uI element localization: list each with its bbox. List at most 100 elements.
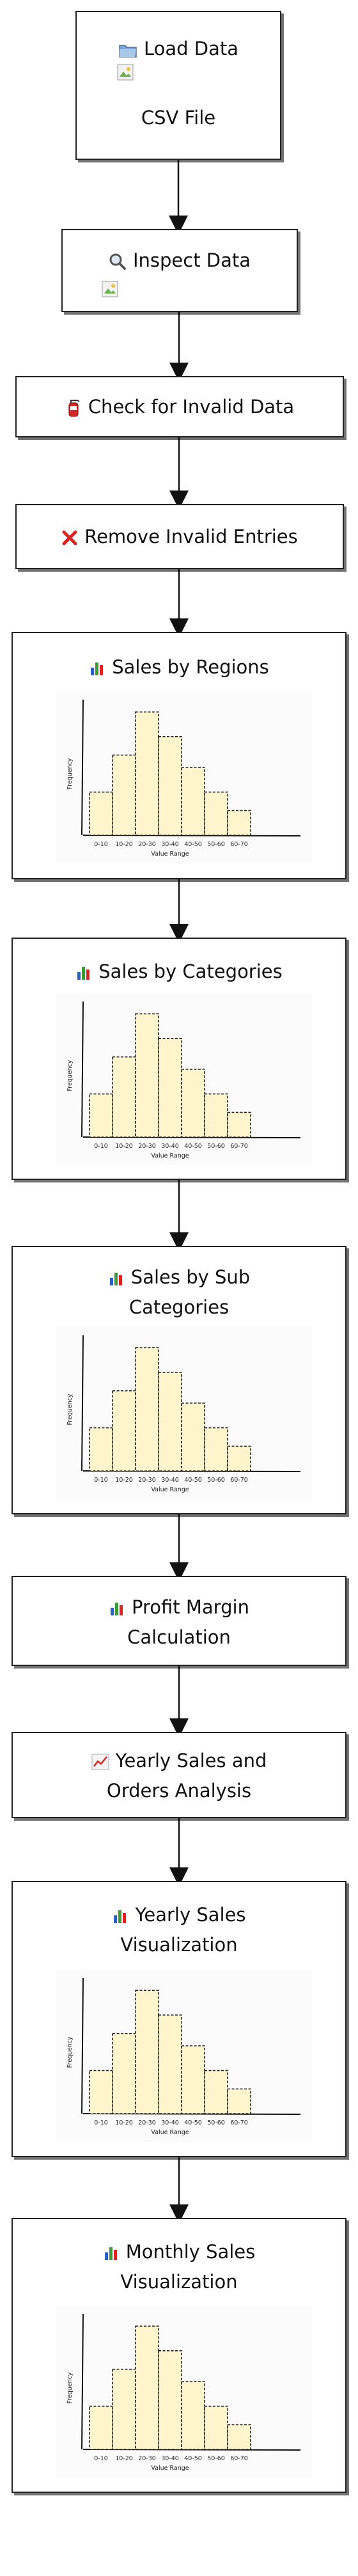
histogram-bar	[204, 1093, 228, 1138]
x-axis-label: Value Range	[151, 851, 189, 858]
x-tick-label: 60-70	[230, 1143, 248, 1150]
y-axis	[81, 1001, 84, 1138]
x-tick-label: 50-60	[207, 2119, 225, 2126]
x-axis	[82, 1136, 301, 1138]
x-tick-label: 60-70	[230, 2455, 248, 2462]
histogram-bar	[158, 2350, 182, 2450]
node-yearly-sales-orders[interactable]: Yearly Sales and Orders Analysis	[12, 1732, 346, 1818]
histogram-bar	[227, 1111, 251, 1138]
x-tick-label: 40-50	[184, 841, 202, 848]
node-title-line1: Yearly Sales and	[115, 1750, 267, 1771]
node-remove-invalid[interactable]: Remove Invalid Entries	[15, 504, 344, 569]
histogram-bar	[135, 1990, 159, 2114]
histogram-bar	[204, 791, 228, 836]
histogram-bar	[204, 1427, 228, 1472]
x-tick-label: 10-20	[115, 2119, 133, 2126]
x-tick-label: 10-20	[115, 841, 133, 848]
broken-image-icon	[117, 64, 134, 81]
node-title: Sales by Categories	[98, 961, 283, 982]
bar-chart-icon	[114, 1910, 127, 1923]
x-tick-label: 20-30	[138, 2119, 156, 2126]
node-check-invalid[interactable]: Check for Invalid Data	[15, 376, 344, 437]
node-title-line1: Yearly Sales	[135, 1904, 246, 1926]
x-tick-label: 60-70	[230, 2119, 248, 2126]
x-tick-label: 20-30	[138, 2455, 156, 2462]
bar-chart-icon	[109, 1273, 122, 1285]
histogram-bar	[227, 2424, 251, 2450]
node-monthly-sales-viz[interactable]: Monthly Sales Visualization 0-10 10-20 20-…	[12, 2218, 346, 2493]
histogram-bar	[135, 1013, 159, 1138]
y-axis	[81, 699, 84, 836]
histogram-bar	[89, 1427, 113, 1472]
y-axis-label: Frequency	[66, 2036, 74, 2068]
histogram-bar	[112, 754, 136, 836]
node-title: Inspect Data	[132, 249, 251, 271]
histogram-bar	[135, 711, 159, 836]
line-chart-icon	[91, 1754, 109, 1770]
x-axis-label: Value Range	[151, 2129, 189, 2136]
node-title-line1: Monthly Sales	[125, 2241, 256, 2263]
folder-icon	[119, 45, 137, 58]
node-title-line2: Orders Analysis	[106, 1780, 252, 1802]
x-tick-label: 0-10	[94, 2455, 108, 2462]
x-tick-label: 20-30	[138, 841, 156, 848]
x-axis	[82, 835, 301, 836]
histogram-bar	[227, 1445, 251, 1472]
x-axis	[82, 2449, 301, 2451]
histogram-bar	[181, 2045, 205, 2114]
magnifier-icon	[109, 253, 126, 270]
x-tick-label: 10-20	[115, 2455, 133, 2462]
x-tick-label: 30-40	[161, 2119, 179, 2126]
bar-chart-icon	[111, 1603, 123, 1615]
histogram-bar	[89, 1093, 113, 1138]
node-inspect-data[interactable]: Inspect Data	[61, 229, 298, 312]
histogram-bar	[204, 2405, 228, 2450]
histogram-bar	[158, 1372, 182, 1472]
node-subtitle: CSV File	[141, 107, 216, 129]
x-axis-label: Value Range	[151, 1152, 189, 1159]
histogram-bar	[112, 2368, 136, 2450]
histogram-bar	[181, 767, 205, 836]
x-tick-label: 0-10	[94, 1143, 108, 1150]
histogram-bar	[227, 810, 251, 836]
y-axis	[81, 2313, 84, 2450]
y-axis	[81, 1977, 84, 2114]
x-tick-label: 30-40	[161, 1477, 179, 1484]
histogram-bar	[158, 1038, 182, 1138]
histogram-bar	[112, 1390, 136, 1472]
y-axis-label: Frequency	[66, 1060, 74, 1091]
node-load-data[interactable]: Load Data CSV File	[75, 11, 281, 160]
x-tick-label: 40-50	[184, 1143, 202, 1150]
y-axis	[81, 1335, 84, 1472]
histogram-bar	[181, 1069, 205, 1138]
histogram-bar	[89, 2069, 113, 2114]
histogram-bar	[112, 2032, 136, 2114]
node-title: Sales by Regions	[112, 656, 269, 678]
x-tick-label: 10-20	[115, 1477, 133, 1484]
node-profit-margin[interactable]: Profit Margin Calculation	[12, 1576, 346, 1666]
bar-chart-icon	[104, 2247, 117, 2260]
histogram-bar	[135, 2325, 159, 2450]
histogram-bar	[112, 1056, 136, 1138]
x-tick-label: 20-30	[138, 1143, 156, 1150]
x-tick-label: 30-40	[161, 841, 179, 848]
x-tick-label: 50-60	[207, 1477, 225, 1484]
node-title: Check for Invalid Data	[88, 396, 295, 418]
node-title: Remove Invalid Entries	[84, 526, 298, 547]
histogram-bar	[158, 736, 182, 836]
histogram-bar	[227, 2088, 251, 2114]
node-title-line2: Visualization	[120, 2271, 238, 2293]
histogram-bar	[181, 2381, 205, 2450]
x-tick-label: 50-60	[207, 841, 225, 848]
histogram-bar	[158, 2014, 182, 2114]
histogram-bar	[89, 791, 113, 836]
